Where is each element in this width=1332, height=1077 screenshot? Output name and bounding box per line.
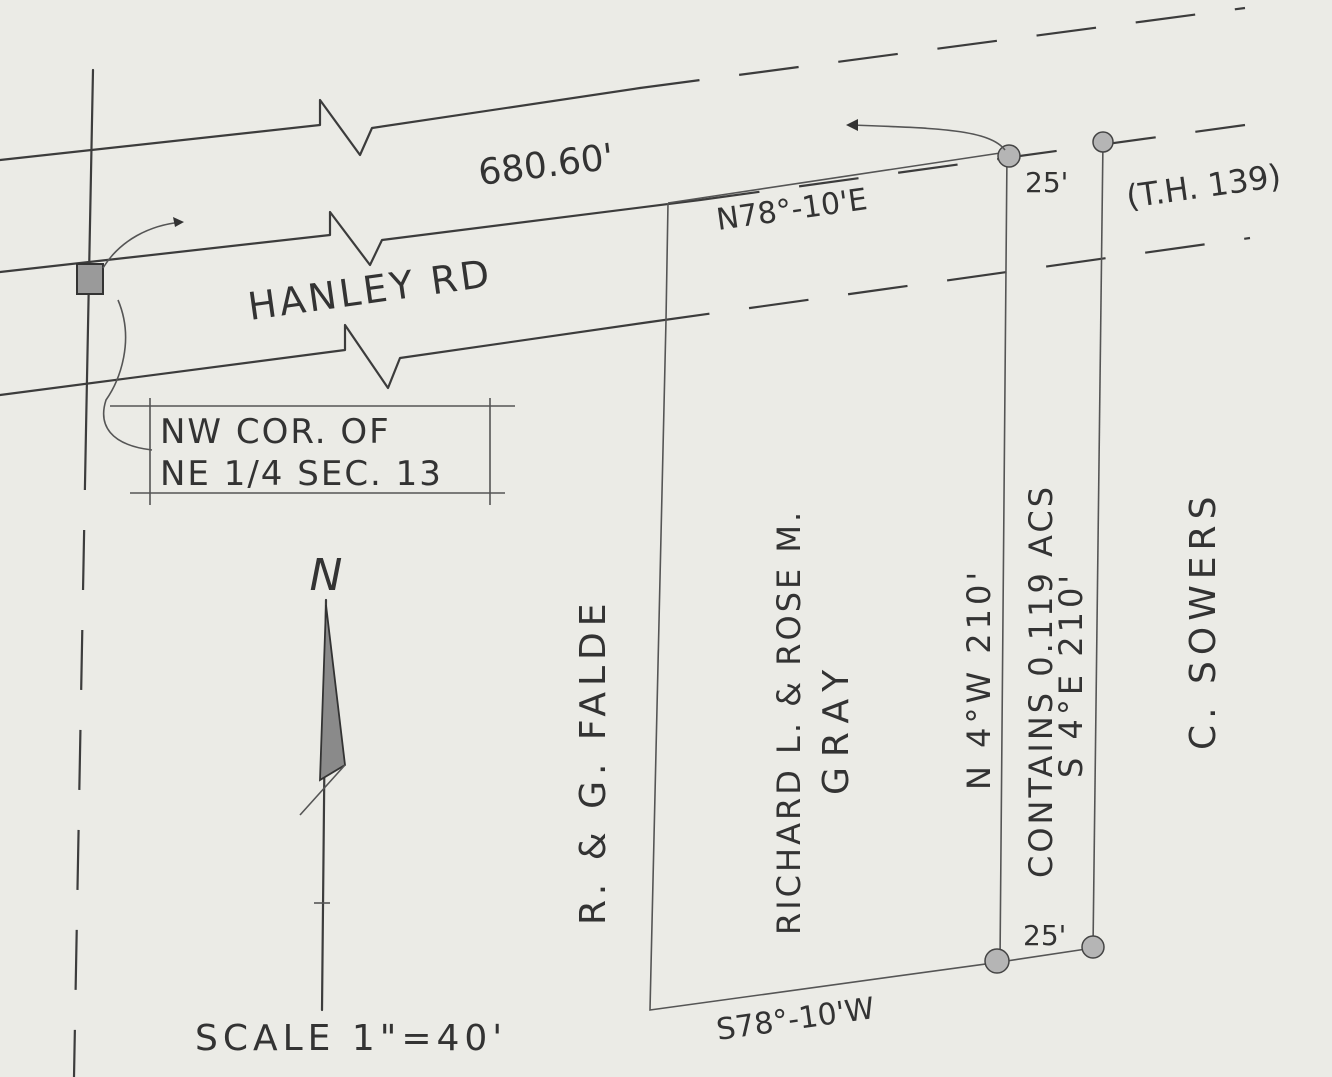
scale-label: SCALE 1"=40'	[195, 1018, 507, 1059]
road-north-line	[0, 6, 1246, 162]
iron-pin-nw-strip	[997, 144, 1021, 168]
corner-label-box	[110, 398, 515, 505]
area-label: CONTAINS 0.119 ACS	[1022, 484, 1060, 878]
strip-width-bottom: 25'	[1023, 919, 1066, 952]
north-letter: N	[310, 550, 343, 601]
south-bearing-label: S78°-10'W	[714, 991, 876, 1048]
parcel-boundary	[649, 151, 1008, 1011]
pin-pointer	[849, 124, 1006, 151]
iron-pin-se-strip	[1081, 935, 1105, 959]
north-bearing-label: N78°-10'E	[714, 182, 869, 238]
arrow-head	[846, 119, 858, 131]
west-bearing-label: N 4°W 210'	[960, 568, 998, 790]
section-line-dashed	[72, 429, 88, 1077]
corner-pointer-curve	[102, 299, 153, 451]
west-neighbor-label: R. & G. FALDE	[573, 598, 614, 925]
road-center-line	[0, 123, 1246, 274]
corner-pointer-up	[102, 221, 183, 269]
section-line	[84, 68, 95, 432]
road-south-line	[0, 236, 1251, 397]
parcel-north-edge	[667, 151, 1008, 204]
south-extension	[999, 947, 1094, 963]
route-label: (T.H. 139)	[1124, 157, 1284, 216]
corner-label-line1: NW COR. OF	[160, 412, 391, 452]
strip-width-top: 25'	[1025, 166, 1068, 199]
iron-pin-sw-strip	[984, 948, 1010, 974]
owner-line1: RICHARD L. & ROSE M.	[770, 509, 808, 935]
road-length-label: 680.60'	[476, 137, 616, 194]
arrow-head	[173, 217, 184, 227]
owner-line2: GRAY	[816, 660, 857, 795]
iron-pin-ne-strip	[1092, 131, 1114, 153]
north-arrow	[299, 598, 346, 1012]
east-bearing-label: S 4°E 210'	[1052, 571, 1090, 778]
corner-monument	[76, 263, 104, 295]
corner-label-line2: NE 1/4 SEC. 13	[160, 454, 443, 494]
east-strip-line	[1092, 139, 1104, 949]
east-neighbor-label: C. SOWERS	[1183, 491, 1224, 750]
